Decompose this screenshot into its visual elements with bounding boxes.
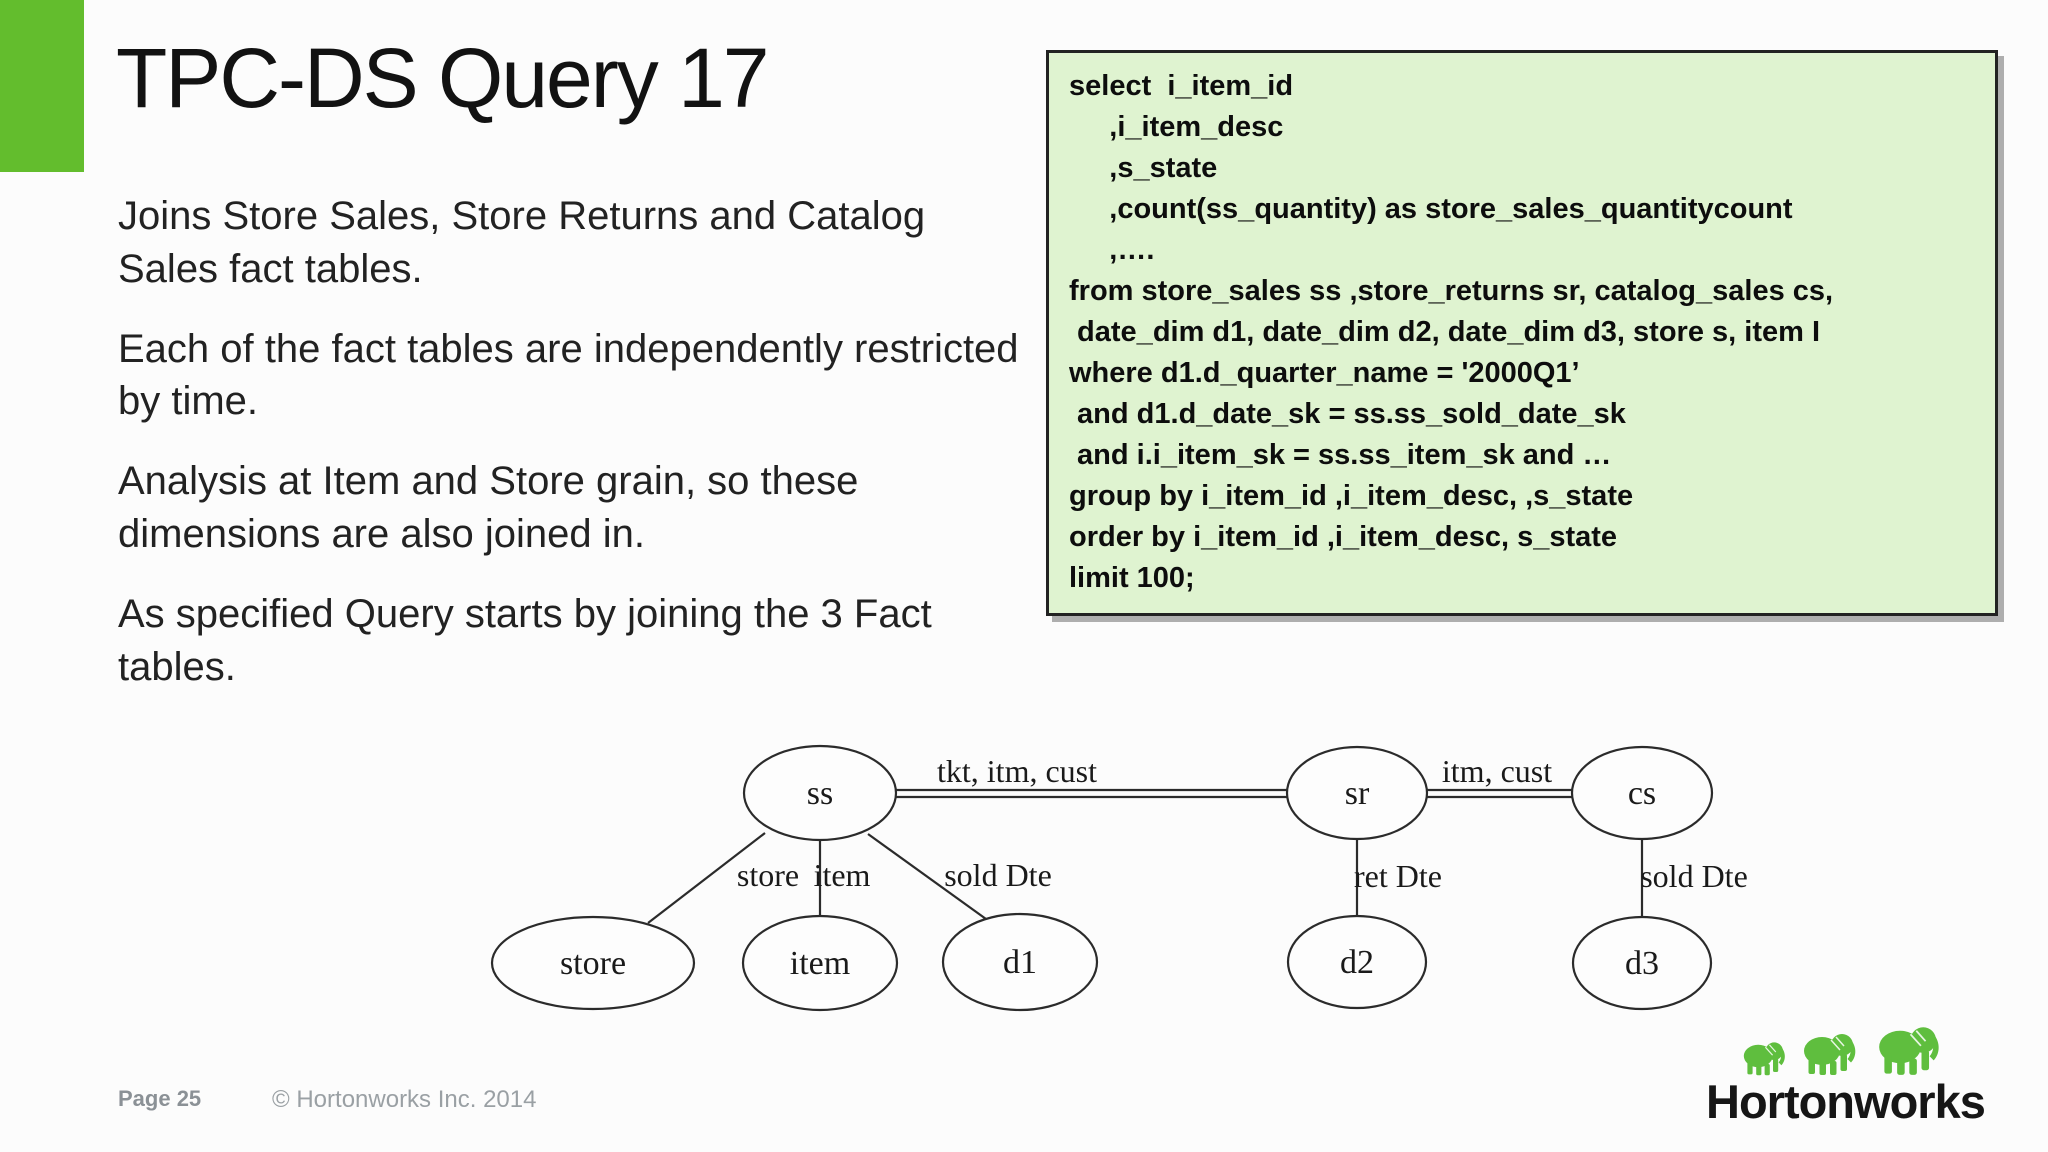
- diagram-node-d2: d2: [1286, 914, 1428, 1010]
- copyright: © Hortonworks Inc. 2014: [272, 1086, 537, 1113]
- diagram-node-sr: sr: [1285, 745, 1429, 841]
- node-label: cs: [1628, 775, 1656, 812]
- green-accent-bar: [0, 0, 84, 172]
- sql-line: select i_item_id: [1069, 70, 1294, 102]
- sql-line: ,s_state: [1069, 152, 1218, 184]
- bullet-paragraph: Analysis at Item and Store grain, so the…: [118, 459, 859, 556]
- diagram-node-d1: d1: [941, 912, 1099, 1012]
- edge-ss-sr: [896, 788, 1287, 799]
- bullet-paragraph: As specified Query starts by joining the…: [118, 591, 932, 689]
- diagram-node-d3: d3: [1571, 915, 1713, 1011]
- edge-label-sr-cs: itm, cust: [1442, 753, 1552, 789]
- sql-line: ,count(ss_quantity) as store_sales_quant…: [1069, 193, 1793, 225]
- edge-label-sr-d2: ret Dte: [1354, 858, 1442, 894]
- sql-line: where d1.d_quarter_name = '2000Q1’: [1069, 357, 1580, 389]
- elephant-icon: [1804, 1034, 1856, 1075]
- sql-line: and d1.d_date_sk = ss.ss_sold_date_sk: [1069, 398, 1626, 430]
- node-label: d3: [1625, 945, 1659, 982]
- body-text: Joins Store Sales, Store Returns and Cat…: [118, 190, 1023, 720]
- edge-label-ss-store: store: [737, 857, 799, 893]
- sql-line: ,….: [1069, 234, 1155, 266]
- edge-label-ss-d1: sold Dte: [944, 857, 1052, 893]
- sql-code-box: select i_item_id ,i_item_desc ,s_state ,…: [1046, 50, 1998, 616]
- diagram-node-item: item: [741, 914, 899, 1012]
- hortonworks-logo: Hortonworks: [1706, 1018, 2026, 1129]
- node-label: d2: [1340, 944, 1374, 981]
- edge-label-ss-item: item: [814, 857, 871, 893]
- edge-label-cs-d3: sold Dte: [1640, 858, 1748, 894]
- sql-line: order by i_item_id ,i_item_desc, s_state: [1069, 521, 1618, 553]
- logo-text: Hortonworks: [1706, 1075, 1986, 1128]
- edge-ss-d1: [867, 833, 987, 920]
- node-label: sr: [1345, 775, 1370, 812]
- diagram-node-ss: ss: [742, 744, 898, 842]
- node-label: ss: [807, 775, 833, 812]
- node-label: store: [560, 945, 626, 982]
- sql-line: ,i_item_desc: [1069, 111, 1284, 143]
- page-title: TPC-DS Query 17: [116, 31, 770, 125]
- bullet-paragraph: Joins Store Sales, Store Returns and Cat…: [118, 194, 926, 291]
- node-label: d1: [1003, 944, 1037, 981]
- page-number: Page 25: [118, 1086, 202, 1111]
- sql-line: from store_sales ss ,store_returns sr, c…: [1069, 275, 1834, 307]
- sql-line: limit 100;: [1069, 562, 1195, 594]
- diagram-node-cs: cs: [1570, 745, 1714, 841]
- sql-line: and i.i_item_sk = ss.ss_item_sk and …: [1069, 439, 1612, 471]
- edge-label-ss-sr: tkt, itm, cust: [937, 753, 1097, 789]
- sql-line: group by i_item_id ,i_item_desc, ,s_stat…: [1069, 480, 1634, 512]
- elephant-icon: [1879, 1027, 1939, 1075]
- bullet-paragraph: Each of the fact tables are independentl…: [118, 326, 1019, 424]
- edge-ss-store: [647, 832, 766, 924]
- edge-sr-cs: [1427, 788, 1572, 799]
- node-label: item: [790, 945, 850, 982]
- diagram-node-store: store: [490, 915, 696, 1011]
- elephant-row: [1734, 1018, 2026, 1076]
- sql-line: date_dim d1, date_dim d2, date_dim d3, s…: [1069, 316, 1820, 348]
- elephant-icon: [1743, 1042, 1785, 1076]
